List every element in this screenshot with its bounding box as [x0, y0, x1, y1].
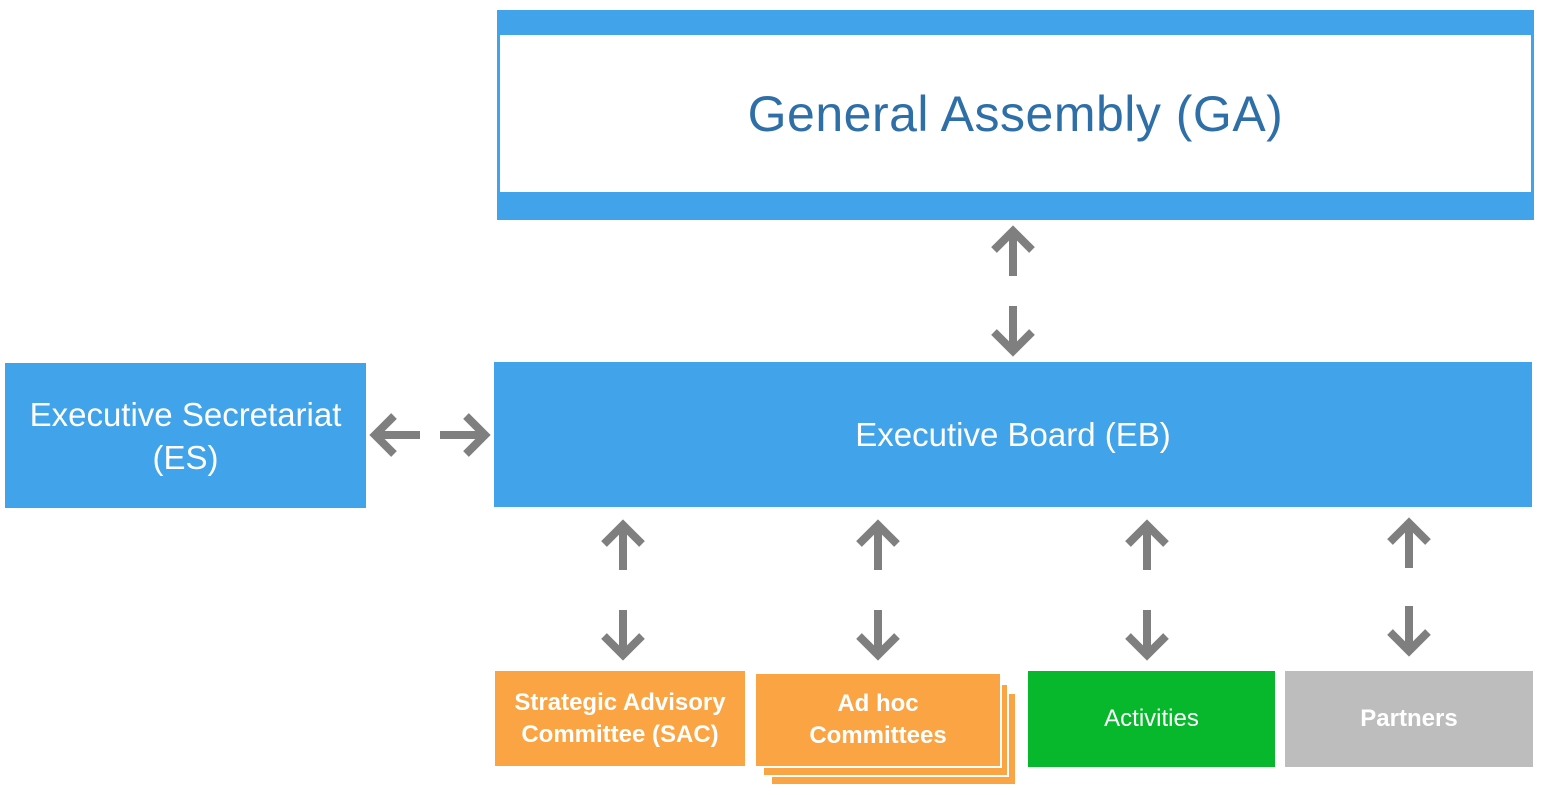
- activities-box: Activities: [1028, 671, 1275, 767]
- arrow-left-icon: [368, 410, 424, 460]
- arrow-up-icon: [988, 224, 1038, 280]
- executive-secretariat-label-line1: Executive Secretariat: [29, 395, 342, 433]
- arrow-down-icon: [1384, 602, 1434, 658]
- general-assembly-box: General Assembly (GA): [500, 35, 1531, 192]
- general-assembly-label: General Assembly (GA): [747, 85, 1284, 142]
- arrow-up-icon: [1384, 516, 1434, 572]
- executive-board-box: Executive Board (EB): [494, 362, 1532, 507]
- adhoc-label-line1: Ad hoc: [837, 690, 919, 717]
- partners-label: Partners: [1360, 705, 1458, 732]
- arrow-down-icon: [988, 302, 1038, 358]
- strategic-advisory-committee-box: Strategic Advisory Committee (SAC): [495, 671, 745, 766]
- adhoc-label-line2: Committees: [809, 722, 947, 749]
- arrow-right-icon: [436, 410, 492, 460]
- executive-secretariat-label-line2: (ES): [152, 438, 219, 476]
- executive-secretariat-box: Executive Secretariat (ES): [5, 363, 366, 508]
- activities-label: Activities: [1104, 705, 1199, 732]
- adhoc-committees-box: Ad hoc Committees: [754, 672, 1002, 768]
- arrow-down-icon: [1122, 606, 1172, 662]
- arrow-up-icon: [598, 518, 648, 574]
- arrow-down-icon: [598, 606, 648, 662]
- arrow-down-icon: [853, 606, 903, 662]
- sac-label-line2: Committee (SAC): [521, 720, 719, 748]
- sac-label-line1: Strategic Advisory: [514, 688, 726, 716]
- executive-board-label: Executive Board (EB): [855, 415, 1171, 453]
- arrow-up-icon: [1122, 518, 1172, 574]
- arrow-up-icon: [853, 518, 903, 574]
- partners-box: Partners: [1285, 671, 1533, 767]
